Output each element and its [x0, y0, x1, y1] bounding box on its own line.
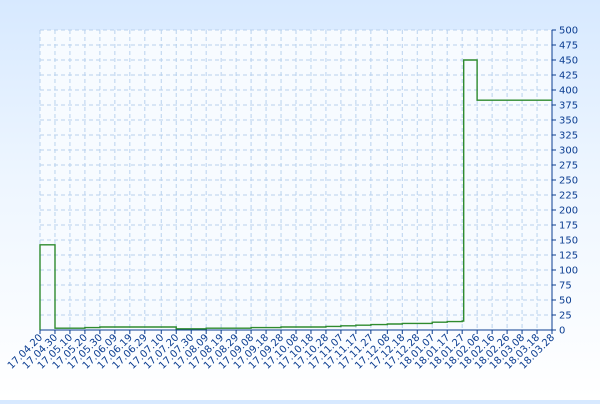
y-tick-label: 325: [559, 131, 578, 142]
y-tick-label: 0: [559, 326, 565, 337]
y-tick-label: 75: [559, 281, 572, 292]
y-tick-label: 175: [559, 221, 578, 232]
y-tick-label: 500: [559, 26, 578, 37]
y-tick-label: 375: [559, 101, 578, 112]
y-tick-label: 475: [559, 41, 578, 52]
y-tick-label: 250: [559, 176, 578, 187]
y-tick-label: 125: [559, 251, 578, 262]
y-tick-label: 425: [559, 71, 578, 82]
y-tick-label: 150: [559, 236, 578, 247]
y-tick-label: 200: [559, 206, 578, 217]
series-line: [39, 59, 552, 330]
y-tick-label: 450: [559, 56, 578, 67]
y-tick-label: 100: [559, 266, 578, 277]
y-tick-label: 300: [559, 146, 578, 157]
y-tick-label: 225: [559, 191, 578, 202]
y-tick-label: 50: [559, 296, 572, 307]
y-tick-label: 25: [559, 311, 572, 322]
y-tick-label: 400: [559, 86, 578, 97]
y-tick-label: 275: [559, 161, 578, 172]
y-tick-label: 350: [559, 116, 578, 127]
